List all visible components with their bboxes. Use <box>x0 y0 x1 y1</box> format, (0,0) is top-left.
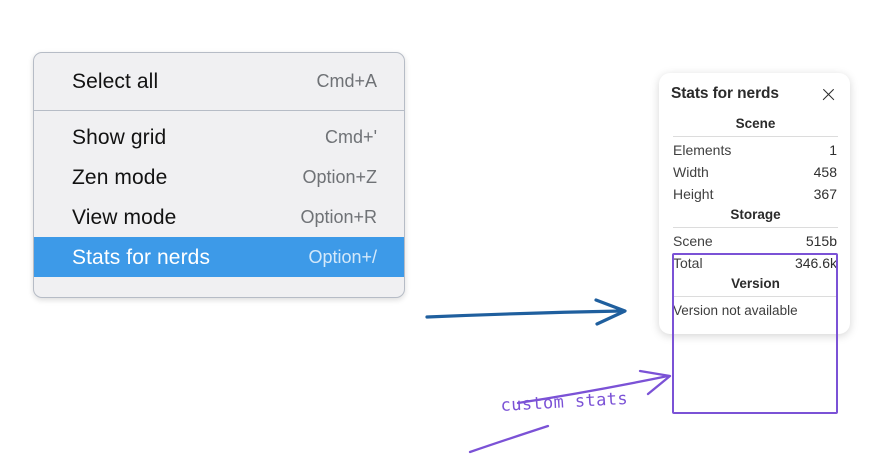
divider <box>673 227 838 228</box>
menu-item-label: View mode <box>72 205 177 229</box>
menu-divider <box>34 110 404 111</box>
menu-item-view-mode[interactable]: View mode Option+R <box>34 197 404 237</box>
menu-item-label: Zen mode <box>72 165 168 189</box>
menu-section-1: Select all Cmd+A <box>34 53 404 110</box>
close-icon[interactable] <box>820 86 837 103</box>
menu-item-label: Show grid <box>72 125 167 149</box>
menu-item-shortcut: Option+/ <box>308 247 377 267</box>
stats-row: Total 346.6k <box>671 252 840 274</box>
stats-panel-title: Stats for nerds <box>671 85 779 102</box>
stats-row: Width 458 <box>671 161 840 183</box>
stats-row-value: 458 <box>813 164 837 180</box>
stats-row-key: Width <box>673 164 709 180</box>
menu-item-label: Select all <box>72 69 159 93</box>
stats-row-value: 515b <box>805 233 837 249</box>
stats-panel-header: Stats for nerds <box>671 85 840 103</box>
stats-row: Elements 1 <box>671 139 840 161</box>
menu-item-shortcut: Cmd+A <box>316 71 377 91</box>
stats-row-value: 367 <box>813 186 837 202</box>
menu-item-label: Stats for nerds <box>72 245 211 269</box>
stats-group-title: Version <box>731 276 780 291</box>
stats-row: Scene 515b <box>671 230 840 252</box>
menu-bottom-padding <box>34 283 404 297</box>
custom-stats-annotation-label: custom stats <box>500 388 629 416</box>
menu-item-select-all[interactable]: Select all Cmd+A <box>34 61 404 101</box>
underline-stroke <box>468 424 550 454</box>
menu-item-shortcut: Option+R <box>300 207 377 227</box>
stats-group-scene: Scene Elements 1 Width 458 Height 367 <box>671 114 840 205</box>
version-note: Version not available <box>673 303 798 318</box>
stats-row: Height 367 <box>671 183 840 205</box>
divider <box>673 296 838 297</box>
stats-row-key: Height <box>673 186 714 202</box>
stats-group-title: Scene <box>735 116 776 131</box>
stats-group-storage: Storage Scene 515b Total 346.6k <box>671 205 840 274</box>
stats-row-key: Total <box>673 255 703 271</box>
stats-row-value: 346.6k <box>794 255 837 271</box>
menu-item-shortcut: Cmd+' <box>325 127 377 147</box>
flow-arrow <box>425 298 627 326</box>
stats-row-value: 1 <box>829 142 837 158</box>
menu-item-zen-mode[interactable]: Zen mode Option+Z <box>34 157 404 197</box>
stats-row-key: Scene <box>673 233 713 249</box>
menu-item-show-grid[interactable]: Show grid Cmd+' <box>34 117 404 157</box>
menu-item-shortcut: Option+Z <box>302 167 377 187</box>
context-menu[interactable]: Select all Cmd+A Show grid Cmd+' Zen mod… <box>33 52 405 298</box>
menu-item-stats-for-nerds[interactable]: Stats for nerds Option+/ <box>34 237 404 277</box>
stats-for-nerds-panel[interactable]: Stats for nerds Scene Elements 1 Width 4… <box>659 73 850 334</box>
stats-group-version: Version Version not available <box>671 274 840 320</box>
menu-section-2: Show grid Cmd+' Zen mode Option+Z View m… <box>34 111 404 283</box>
stats-row-key: Elements <box>673 142 732 158</box>
divider <box>673 136 838 137</box>
stats-group-title: Storage <box>730 207 781 222</box>
